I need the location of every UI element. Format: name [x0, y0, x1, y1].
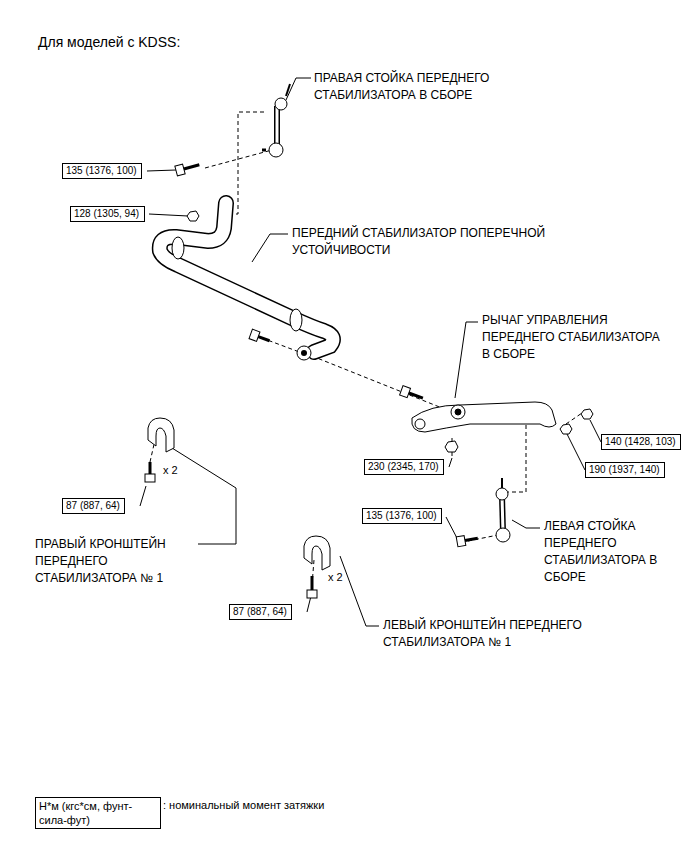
torque-value: 87 (887, 64): [233, 606, 288, 618]
part-name: РЫЧАГ УПРАВЛЕНИЯ ПЕРЕДНЕГО СТАБИЛИЗАТОРА…: [482, 312, 668, 363]
torque-box: 135 (1376, 100): [62, 163, 142, 179]
torque-box: 87 (887, 64): [62, 498, 125, 514]
torque-value: 135 (1376, 100): [366, 510, 438, 522]
legend-text: : номинальный момент затяжки: [163, 798, 324, 812]
torque-box: 140 (1428, 103): [601, 434, 681, 450]
torque-box: 230 (2345, 170): [364, 459, 444, 475]
quantity-note: x 2: [328, 571, 343, 584]
part-name: ЛЕВЫЙ КРОНШТЕЙН ПЕРЕДНЕГО СТАБИЛИЗАТОРА …: [383, 617, 628, 651]
torque-value: 190 (1937, 140): [589, 464, 661, 476]
torque-value: 128 (1305, 94): [74, 208, 141, 220]
torque-box: 190 (1937, 140): [585, 462, 665, 478]
torque-value: Н*м (кгс*см, фунт-сила-фут): [39, 799, 157, 827]
torque-value: 135 (1376, 100): [66, 165, 138, 177]
quantity-note: x 2: [163, 464, 178, 477]
torque-value: 140 (1428, 103): [605, 436, 677, 448]
diagram-title: Для моделей с KDSS:: [38, 34, 180, 50]
torque-value: 87 (887, 64): [66, 500, 121, 512]
part-name: ЛЕВАЯ СТОЙКА ПЕРЕДНЕГО СТАБИЛИЗАТОРА В С…: [544, 518, 684, 586]
legend-box: Н*м (кгс*см, фунт-сила-фут): номинальный…: [35, 797, 161, 829]
torque-box: 87 (887, 64): [229, 604, 292, 620]
control-arm: [412, 402, 556, 432]
stabilizer-link: [262, 84, 290, 157]
stabilizer-link: [496, 478, 510, 542]
torque-box: 135 (1376, 100): [362, 508, 442, 524]
part-name: ПРАВАЯ СТОЙКА ПЕРЕДНЕГО СТАБИЛИЗАТОРА В …: [314, 70, 514, 104]
part-name: ПЕРЕДНИЙ СТАБИЛИЗАТОР ПОПЕРЕЧНОЙ УСТОЙЧИ…: [292, 225, 587, 259]
torque-value: 230 (2345, 170): [368, 461, 440, 473]
torque-box: 128 (1305, 94): [70, 206, 145, 222]
part-name: ПРАВЫЙ КРОНШТЕЙН ПЕРЕДНЕГО СТАБИЛИЗАТОРА…: [35, 536, 195, 587]
